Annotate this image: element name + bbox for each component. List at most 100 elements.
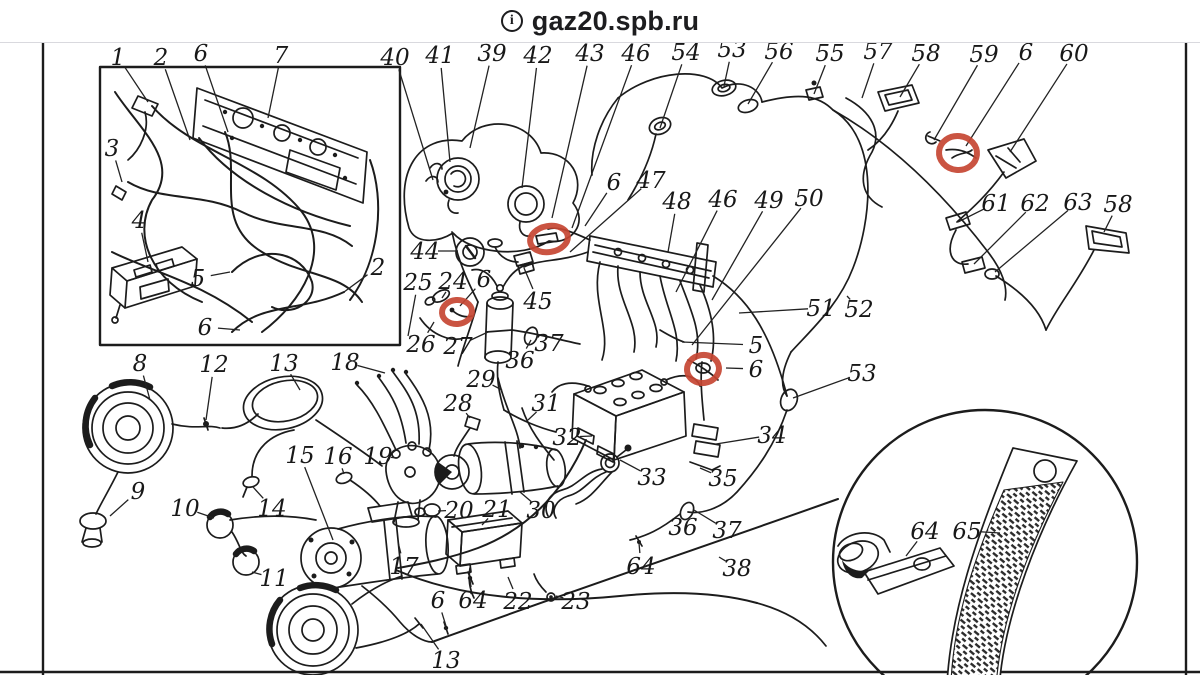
red-annotation-mark	[527, 222, 571, 256]
callout-leader-line	[465, 412, 471, 419]
callout-leader-line	[164, 69, 191, 141]
part-number-callout: 18	[330, 350, 359, 376]
callout-leader-line	[905, 540, 918, 557]
part-number-callout: 13	[431, 648, 460, 674]
part-number-callout: 5	[749, 333, 764, 359]
part-number-callout: 37	[534, 331, 564, 357]
callout-leader-line	[551, 65, 588, 219]
callout-leader-line	[571, 64, 633, 229]
part-number-callout: 46	[707, 187, 737, 213]
part-number-callout: 37	[712, 518, 742, 544]
part-number-callout: 13	[269, 351, 298, 377]
callout-leader-line	[555, 595, 564, 599]
part-number-callout: 25	[402, 270, 432, 296]
red-annotation-mark	[936, 132, 980, 174]
callout-leader-line	[681, 341, 744, 346]
callout-leader-line	[398, 69, 434, 181]
part-number-callout: 32	[552, 425, 581, 451]
callout-leader-line	[252, 486, 264, 499]
callout-leader-line	[519, 491, 532, 503]
callout-leader-line	[899, 63, 920, 98]
callout-leader-line	[141, 232, 149, 263]
part-number-callout: 6	[431, 588, 446, 614]
callout-leader-line	[619, 459, 641, 472]
part-number-callout: 1	[111, 45, 126, 71]
part-number-callout: 6	[1019, 40, 1034, 66]
callout-leader-line	[441, 291, 447, 299]
part-number-callout: 22	[502, 589, 532, 615]
part-number-callout: 9	[131, 479, 146, 505]
callout-leader-line	[420, 623, 440, 650]
part-number-callout: 6	[198, 315, 213, 341]
part-number-callout: 36	[668, 515, 697, 541]
part-number-callout: 6	[477, 267, 492, 293]
callout-leader-line	[994, 209, 1069, 273]
part-number-callout: 5	[191, 266, 206, 292]
part-number-callout: 16	[323, 444, 352, 470]
part-number-callout: 23	[560, 589, 590, 615]
callout-leader-line	[527, 411, 537, 421]
callout-leader-line	[715, 436, 760, 445]
part-number-callout: 36	[505, 348, 534, 374]
callout-leader-line	[109, 499, 129, 517]
callout-leader-line	[711, 210, 764, 301]
info-icon[interactable]: i	[500, 10, 523, 32]
part-number-callout: 50	[794, 186, 823, 212]
part-number-callout: 56	[764, 39, 793, 65]
part-number-callout: 52	[844, 297, 873, 323]
callout-leader-line	[523, 267, 534, 290]
callout-leader-line	[973, 211, 1027, 265]
part-number-callout: 39	[477, 41, 506, 67]
part-number-callout: 62	[1020, 191, 1049, 217]
callout-leader-line	[204, 65, 229, 133]
callout-leader-line	[469, 579, 472, 588]
part-number-callout: 6	[194, 41, 209, 67]
part-number-callout: 34	[757, 423, 786, 449]
callout-leader-line	[691, 207, 802, 346]
diagram-line-art	[0, 40, 1200, 675]
part-number-callout: 28	[442, 391, 472, 417]
part-number-callout: 57	[863, 39, 893, 65]
part-number-callout: 47	[635, 168, 666, 194]
callout-leader-line	[217, 327, 241, 331]
part-number-callout: 55	[815, 41, 844, 67]
callout-leader-line	[407, 294, 417, 337]
part-number-callout: 63	[1063, 190, 1092, 216]
part-number-callout: 3	[105, 136, 120, 162]
part-number-callout: 38	[722, 556, 751, 582]
part-number-callout: 58	[911, 41, 940, 67]
callout-leader-line	[933, 64, 979, 141]
callout-leader-line	[197, 511, 215, 519]
callout-leader-line	[481, 518, 489, 526]
callout-leader-line	[210, 271, 231, 277]
callout-leader-line	[251, 571, 262, 576]
callout-leader-line	[115, 160, 123, 183]
part-number-callout: 33	[637, 465, 666, 491]
callout-leader-line	[205, 376, 213, 421]
part-number-callout: 44	[409, 239, 439, 265]
callout-leader-line	[846, 295, 851, 300]
red-annotation-mark	[684, 351, 722, 387]
part-number-callout: 60	[1059, 41, 1088, 67]
part-number-callout: 10	[170, 496, 199, 522]
part-number-callout: 58	[1103, 192, 1132, 218]
callout-leader-line	[304, 466, 334, 541]
callout-leader-line	[792, 376, 850, 399]
callout-leader-line	[957, 208, 985, 223]
part-number-callout: 48	[661, 189, 691, 215]
part-number-callout: 64	[626, 554, 655, 580]
part-number-callout: 40	[379, 45, 409, 71]
callout-leader-line	[723, 61, 730, 87]
callout-leader-line	[965, 62, 1020, 147]
callout-leader-line	[979, 531, 1001, 534]
callout-leader-line	[427, 321, 435, 334]
part-number-callout: 29	[465, 367, 495, 393]
callout-leader-line	[725, 367, 744, 370]
callout-leader-line	[469, 65, 490, 149]
callout-leader-line	[638, 542, 641, 554]
callout-leader-line	[440, 67, 451, 163]
part-number-callout: 24	[437, 269, 467, 295]
callout-leader-line	[341, 468, 345, 475]
part-number-callout: 54	[671, 40, 700, 66]
